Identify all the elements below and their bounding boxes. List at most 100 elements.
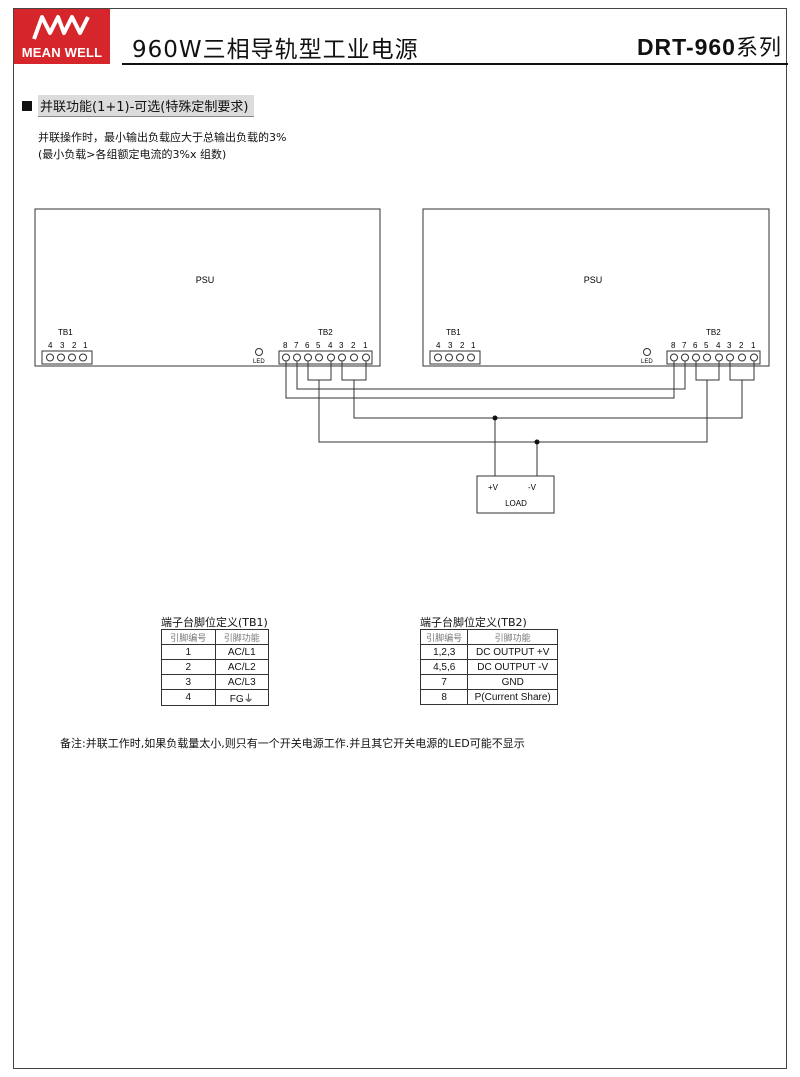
brand-name: MEAN WELL bbox=[21, 45, 103, 60]
load-label: LOAD bbox=[505, 499, 527, 508]
footnote: 备注:并联工作时,如果负载量太小,则只有一个开关电源工作.并且其它开关电源的LE… bbox=[60, 737, 525, 750]
page-frame bbox=[13, 8, 787, 1069]
pin-function: DC OUTPUT +V bbox=[467, 644, 558, 660]
mw-logo-icon bbox=[32, 15, 90, 40]
tb1-pin-4-right: 4 bbox=[436, 341, 441, 350]
tb1-terminal-left bbox=[41, 350, 93, 365]
tb1-table-title: 端子台脚位定义(TB1) bbox=[161, 616, 268, 629]
tb2-screws-right bbox=[670, 353, 758, 362]
table-header-row: 引脚编号 引脚功能 bbox=[161, 629, 269, 645]
tb1-label-left: TB1 bbox=[58, 328, 73, 337]
pin-function: DC OUTPUT -V bbox=[467, 659, 558, 675]
pin-no: 4 bbox=[161, 689, 216, 706]
tb2-pin-8-right: 8 bbox=[671, 341, 676, 350]
tb1-pin-3-right: 3 bbox=[448, 341, 453, 350]
pin-no: 7 bbox=[419, 674, 469, 690]
tb1-label-right: TB1 bbox=[446, 328, 461, 337]
tb2-pin-4-right: 4 bbox=[716, 341, 721, 350]
tb2-table-title: 端子台脚位定义(TB2) bbox=[420, 616, 527, 629]
column-header-pin-function: 引脚功能 bbox=[467, 629, 558, 645]
section-bullet-icon bbox=[22, 101, 32, 111]
parallel-wiring-diagram: PSU PSU TB1 4 3 2 1 LED TB2 8 7 6 5 4 3 … bbox=[34, 208, 770, 514]
wiring-lines bbox=[285, 361, 755, 476]
parallel-description-line2: (最小负载>各组额定电流的3%x 组数) bbox=[38, 148, 227, 161]
tb2-pin-5-left: 5 bbox=[316, 341, 321, 350]
tb1-terminal-right bbox=[429, 350, 481, 365]
pin-function: AC/L1 bbox=[214, 644, 269, 660]
led-label-right: LED bbox=[641, 359, 653, 365]
psu-label-right: PSU bbox=[584, 275, 603, 285]
pin-function: FG⏚ bbox=[214, 689, 269, 706]
tb2-pin-1-right: 1 bbox=[751, 341, 756, 350]
pin-function: P(Current Share) bbox=[467, 689, 558, 705]
section-heading: 并联功能(1+1)-可选(特殊定制要求) bbox=[22, 95, 255, 117]
tb1-pin-1-left: 1 bbox=[83, 341, 88, 350]
pin-function: AC/L2 bbox=[214, 659, 269, 675]
table-header-row: 引脚编号 引脚功能 bbox=[419, 629, 558, 645]
tb2-pin-4-left: 4 bbox=[328, 341, 333, 350]
tb2-screws-left bbox=[282, 353, 370, 362]
tb1-pin-1-right: 1 bbox=[471, 341, 476, 350]
pin-no: 8 bbox=[419, 689, 469, 705]
tb1-pin-4-left: 4 bbox=[48, 341, 53, 350]
tb2-terminal-left bbox=[278, 350, 373, 365]
tb1-pin-3-left: 3 bbox=[60, 341, 65, 350]
column-header-pin-function: 引脚功能 bbox=[214, 629, 269, 645]
load-box bbox=[476, 475, 555, 514]
column-header-pin-no: 引脚编号 bbox=[419, 629, 469, 645]
page-title: 960W三相导轨型工业电源 bbox=[132, 37, 419, 63]
tb2-pin-2-left: 2 bbox=[351, 341, 356, 350]
parallel-description-line1: 并联操作时，最小输出负载应大于总输出负载的3% bbox=[38, 131, 287, 144]
pin-no: 1,2,3 bbox=[419, 644, 469, 660]
tb2-pin-6-right: 6 bbox=[693, 341, 698, 350]
tb1-screws-right bbox=[434, 353, 475, 362]
tb2-pin-7-right: 7 bbox=[682, 341, 687, 350]
junction-dot-negative bbox=[534, 439, 540, 445]
brand-logo: MEAN WELL bbox=[14, 9, 110, 64]
pin-no: 2 bbox=[161, 659, 216, 675]
psu-box-left bbox=[34, 208, 381, 367]
led-icon-left bbox=[255, 348, 263, 356]
tb2-pin-8-left: 8 bbox=[283, 341, 288, 350]
header-divider bbox=[122, 63, 788, 65]
pin-no: 1 bbox=[161, 644, 216, 660]
pin-function: AC/L3 bbox=[214, 674, 269, 690]
psu-box-right bbox=[422, 208, 770, 367]
tb2-pin-3-right: 3 bbox=[727, 341, 732, 350]
tb2-terminal-right bbox=[666, 350, 761, 365]
load-negative-label: -V bbox=[528, 483, 537, 492]
tb2-pin-7-left: 7 bbox=[294, 341, 299, 350]
tb2-pins-left: 8 7 6 5 4 3 2 1 bbox=[283, 341, 368, 350]
led-label-left: LED bbox=[253, 359, 265, 365]
column-header-pin-no: 引脚编号 bbox=[161, 629, 216, 645]
psu-label-left: PSU bbox=[196, 275, 215, 285]
tb1-pin-2-left: 2 bbox=[72, 341, 77, 350]
pin-no: 3 bbox=[161, 674, 216, 690]
tb1-pin-2-right: 2 bbox=[460, 341, 465, 350]
tb2-pins-right: 8 7 6 5 4 3 2 1 bbox=[671, 341, 756, 350]
tb2-pin-1-left: 1 bbox=[363, 341, 368, 350]
tb2-pin-2-right: 2 bbox=[739, 341, 744, 350]
junction-dot-positive bbox=[492, 415, 498, 421]
pin-no: 4,5,6 bbox=[419, 659, 469, 675]
tb2-label-right: TB2 bbox=[706, 328, 721, 337]
led-icon-right bbox=[643, 348, 651, 356]
model-name: DRT-960 bbox=[636, 34, 736, 60]
pin-function: GND bbox=[467, 674, 558, 690]
model-suffix: 系列 bbox=[735, 36, 782, 61]
tb2-pin-3-left: 3 bbox=[339, 341, 344, 350]
tb2-label-left: TB2 bbox=[318, 328, 333, 337]
tb2-pin-5-right: 5 bbox=[704, 341, 709, 350]
tb1-screws-left bbox=[46, 353, 87, 362]
model-title: DRT-960系列 bbox=[637, 30, 782, 62]
